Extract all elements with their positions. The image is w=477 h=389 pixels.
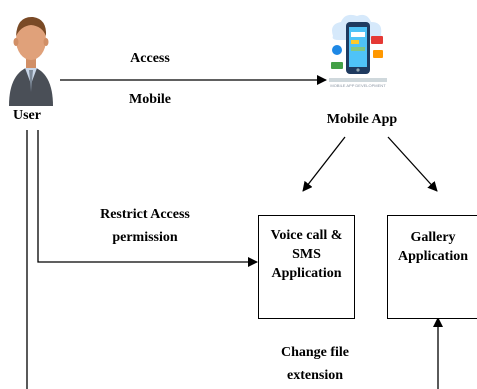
app-icon-caption: MOBILE APP DEVELOPMENT (330, 83, 386, 88)
voice-sms-label: Voice call & SMS Application (270, 228, 343, 281)
edge-access-label: Access (130, 51, 170, 66)
edge-extension-label: extension (287, 368, 343, 383)
gallery-box: Gallery Application (387, 215, 477, 319)
mobile-app-node: MOBILE APP DEVELOPMENT (323, 10, 393, 113)
arrow-app-to-gallery (387, 136, 438, 192)
arrow-app-to-voice-sms (302, 136, 346, 192)
edge-change-file-label: Change file (280, 345, 350, 360)
arrow-user-to-voice-sms (37, 130, 258, 267)
gallery-label: Gallery Application (397, 230, 468, 264)
user-avatar-icon (9, 16, 53, 106)
edge-mobile-label: Mobile (129, 92, 171, 107)
mobile-app-development-icon (329, 14, 387, 82)
edge-permission-label: permission (112, 230, 178, 245)
mobile-app-label: Mobile App (326, 112, 398, 127)
edge-restrict-access-label: Restrict Access (100, 207, 190, 222)
voice-sms-box: Voice call & SMS Application (258, 215, 355, 319)
user-node: User (5, 6, 57, 123)
user-label: User (13, 108, 41, 123)
